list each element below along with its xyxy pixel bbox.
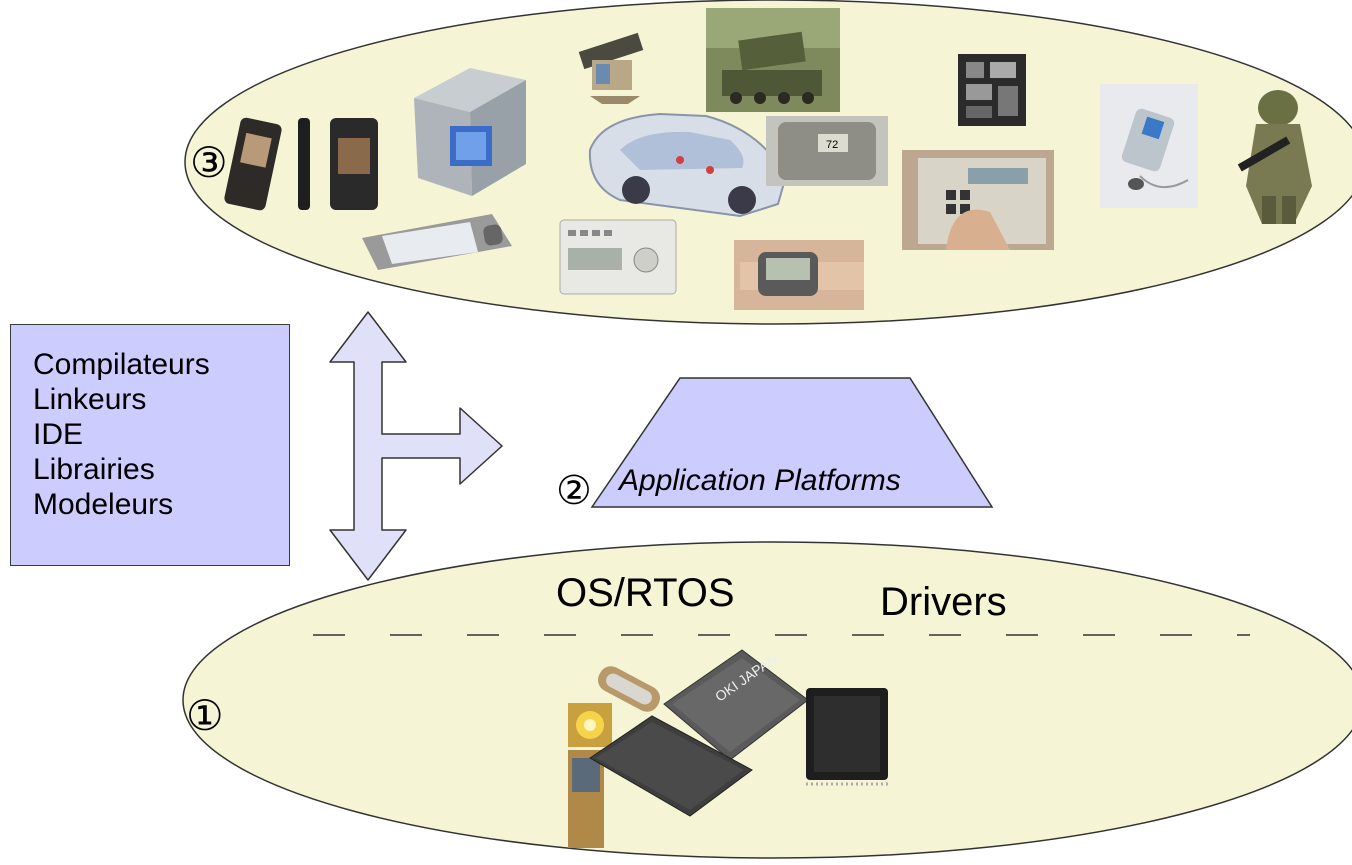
turret-image <box>578 32 644 104</box>
mobile-phone-image <box>224 117 378 211</box>
development-tools-box: Compilateurs Linkeurs IDE Librairies Mod… <box>10 324 290 566</box>
hardware-marker: ① <box>186 692 224 739</box>
tool-item-linkers: Linkeurs <box>33 383 147 416</box>
rack-computer-image <box>414 68 526 196</box>
tool-item-ide: IDE <box>33 418 84 451</box>
svg-text:72: 72 <box>826 139 838 151</box>
mp3-player-image <box>1100 84 1198 208</box>
pda-image <box>362 214 512 270</box>
tool-item-compilers: Compilateurs <box>33 348 210 381</box>
car-image <box>588 112 788 218</box>
tool-item-modelers: Modeleurs <box>33 488 174 521</box>
crystal-oscillator-image <box>597 666 661 712</box>
soldier-image <box>1237 90 1312 224</box>
platforms-marker: ② <box>556 469 592 513</box>
application-platforms-label: Application Platforms <box>617 464 901 497</box>
dip-chip-image <box>589 715 753 817</box>
wrist-monitor-image <box>734 240 864 310</box>
thermostat-image: 72 <box>766 116 888 186</box>
tool-item-libraries: Librairies <box>33 453 155 486</box>
os-rtos-label: OS/RTOS <box>556 571 735 615</box>
ethernet-jack-image <box>568 750 604 848</box>
drivers-label: Drivers <box>880 580 1007 624</box>
keypad-image <box>902 150 1054 250</box>
rocket-launcher-image <box>706 8 840 112</box>
tools-list: Compilateurs Linkeurs IDE Librairies Mod… <box>33 347 210 522</box>
circuit-board-image <box>958 54 1026 126</box>
qfp-chip-image <box>806 688 888 786</box>
devices-marker: ③ <box>190 139 228 186</box>
led-image <box>568 703 612 747</box>
application-platforms-trapezoid <box>590 377 994 508</box>
plcc-chip-image: OKI JAPAN <box>663 649 809 761</box>
development-tools-arrow <box>329 311 503 581</box>
control-panel-image <box>559 219 677 295</box>
